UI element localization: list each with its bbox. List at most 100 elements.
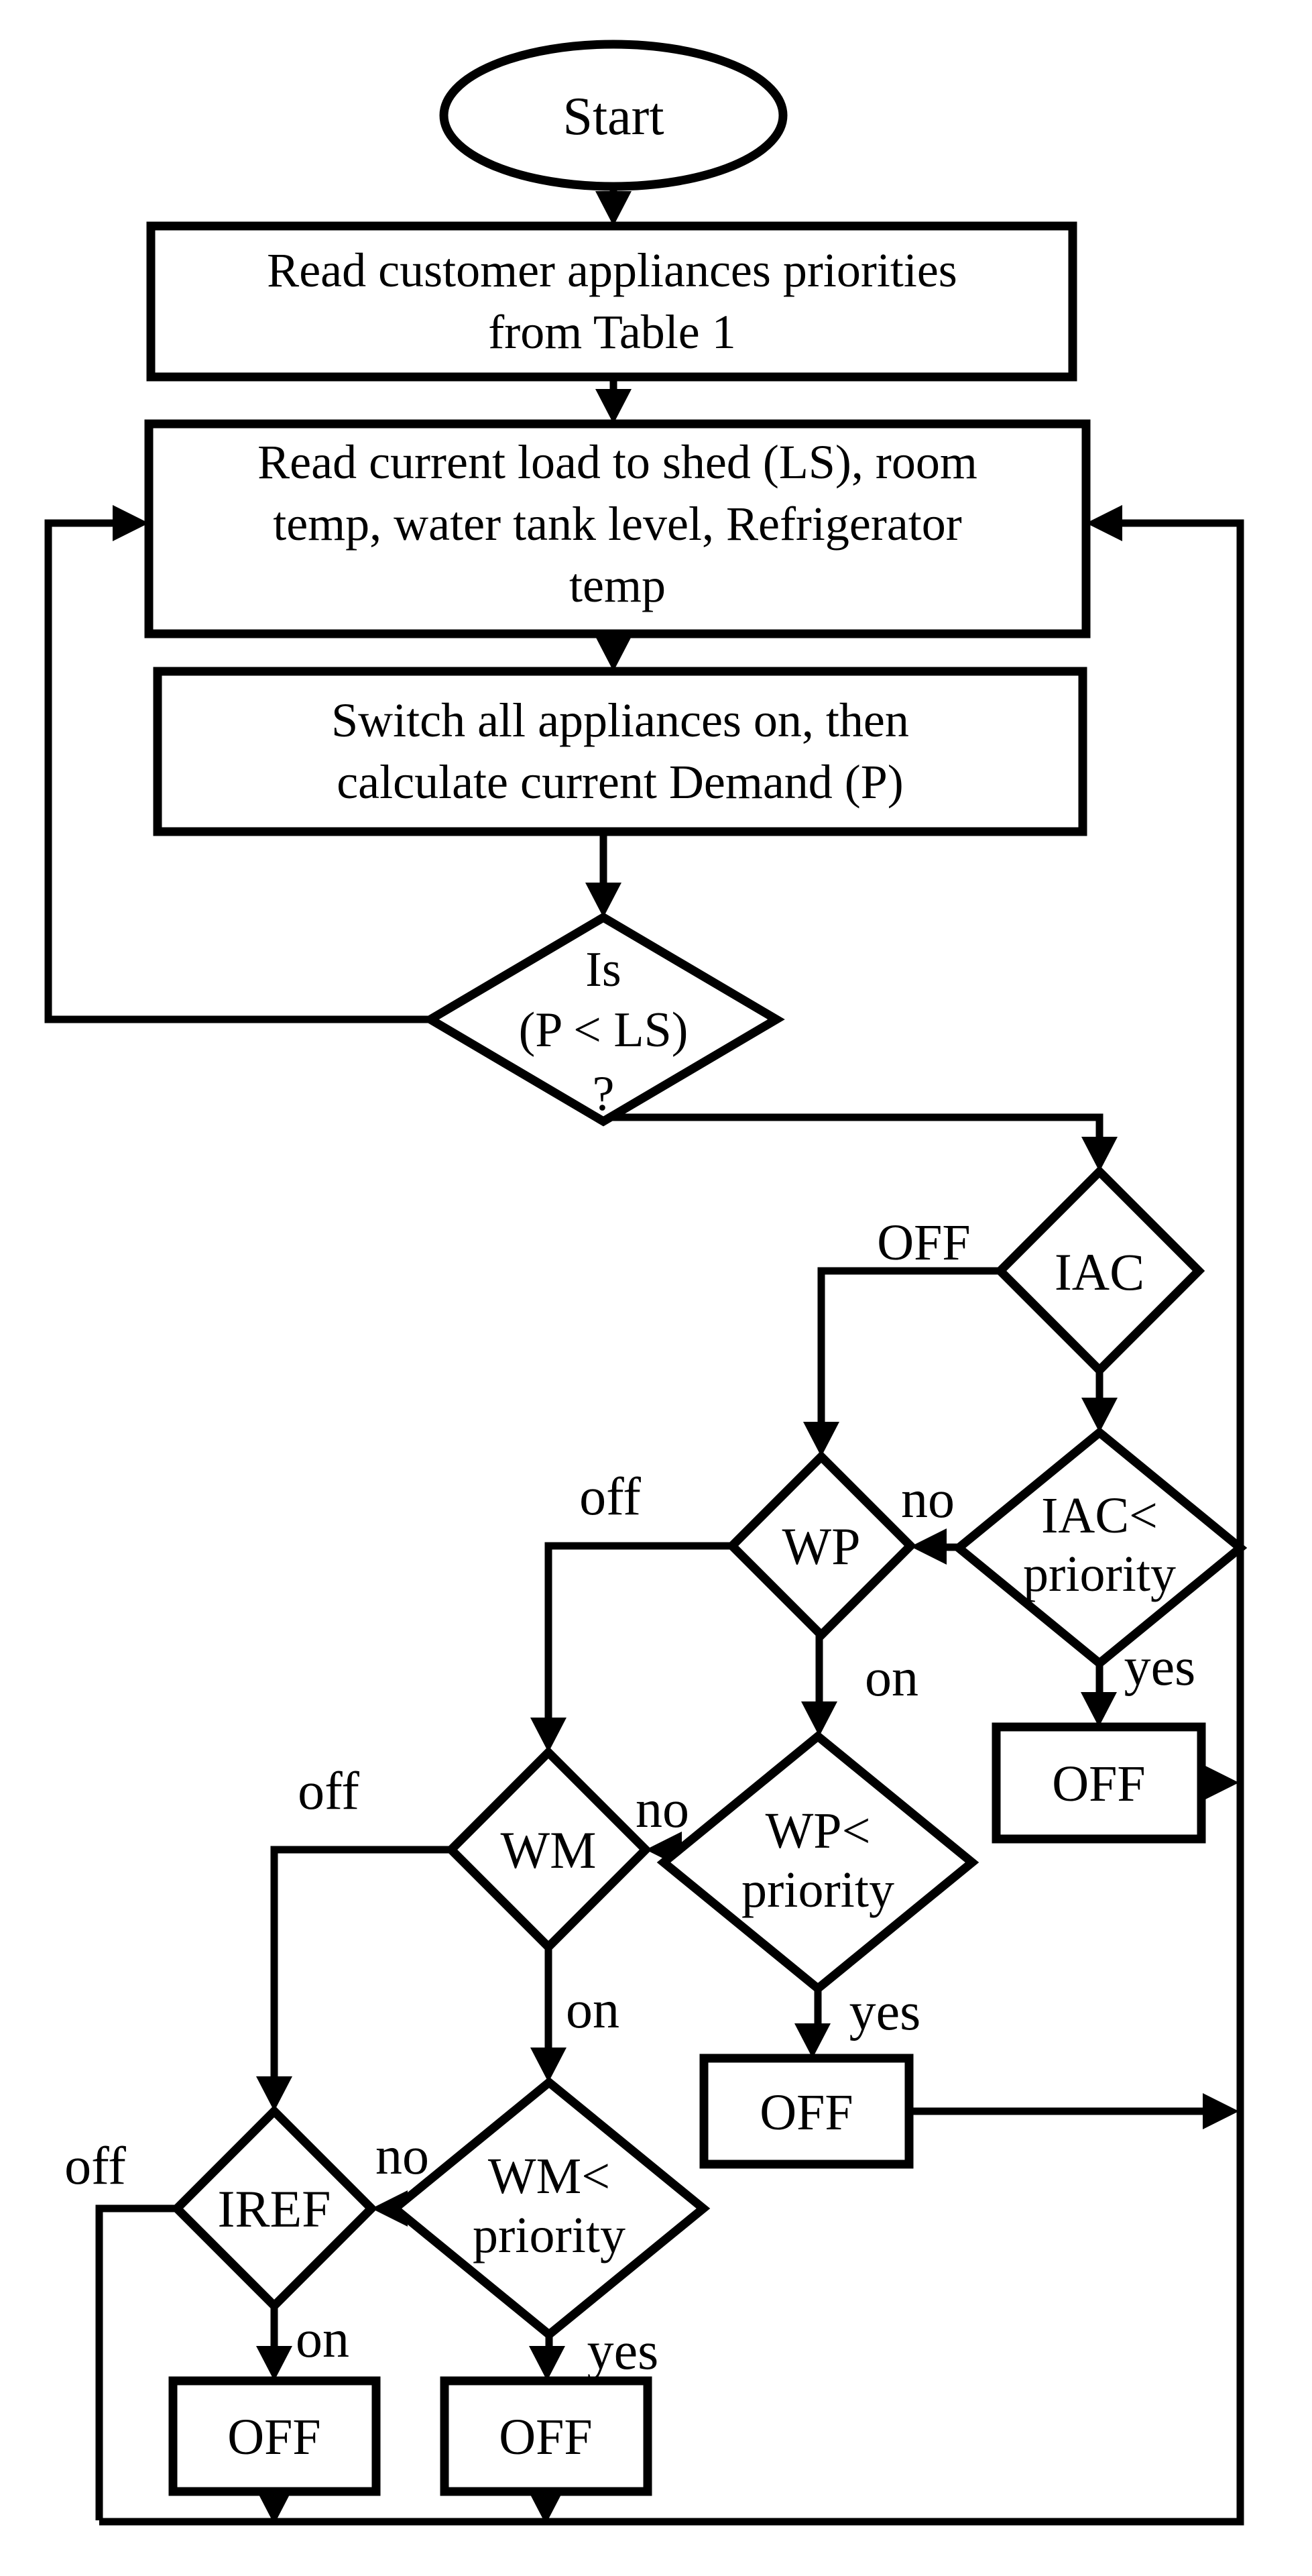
switch-all-box [153, 667, 1087, 836]
wp-diamond [725, 1450, 917, 1642]
edge-is-decision-iac [603, 1113, 1104, 1140]
start-label: Start [562, 87, 664, 146]
start-terminator-shape [439, 40, 788, 191]
off-iac-box [992, 1722, 1206, 1844]
node-read-priorities: Read customer appliances priorities from… [146, 221, 1077, 382]
wp-priority-line1: WP< [766, 1803, 871, 1859]
node-wp-priority: WP< priority [656, 1730, 979, 1995]
arrowhead-feedback-right-read-inputs [1086, 505, 1122, 541]
edge-label-wp-off: off [579, 1467, 641, 1526]
edge-label-iac-priority-no: no [901, 1470, 955, 1529]
edges [44, 185, 1244, 2526]
edge-is-decision-loop-left [44, 519, 430, 1023]
iac-priority-line1: IAC< [1041, 1488, 1158, 1544]
wm-priority-diamond [387, 2076, 711, 2341]
arrowhead-iac-priority-no-wp [910, 1528, 947, 1565]
is-decision-line2: (P < LS) [519, 1003, 689, 1058]
arrowhead-wp-priority-yes-off [794, 2023, 831, 2058]
off-wm-box [440, 2376, 652, 2496]
iref-diamond [170, 2105, 378, 2312]
arrowhead-is-decision-iac [1081, 1137, 1118, 1172]
off-iref-label: OFF [227, 2409, 320, 2465]
iref-label: IREF [217, 2180, 331, 2238]
read-priorities-line1: Read customer appliances priorities [267, 243, 957, 297]
off-wp-box [699, 2054, 914, 2169]
arrowhead-iac-off-wp [803, 1422, 839, 1457]
edge-label-wm-priority-no: no [375, 2127, 429, 2186]
is-decision-diamond [422, 912, 785, 1127]
arrowhead-wp-off-wm [530, 1718, 566, 1752]
edge-label-iac-off: OFF [877, 1215, 970, 1271]
edge-wm-off-iref [270, 1846, 451, 2079]
node-off-wp: OFF [699, 2054, 914, 2169]
off-wp-label: OFF [760, 2084, 853, 2141]
node-wp: WP [725, 1450, 917, 1642]
read-priorities-line2: from Table 1 [488, 305, 736, 359]
iac-priority-line2: priority [1023, 1546, 1176, 1602]
arrowhead-wm-off-iref [256, 2076, 292, 2111]
arrowhead-switch-all-is-decision [585, 883, 621, 917]
arrowhead-read-priorities-read-inputs [595, 389, 632, 424]
read-inputs-line3: temp [569, 559, 666, 612]
node-off-iref: OFF [168, 2376, 381, 2496]
arrowhead-read-inputs-switch-all [595, 636, 632, 671]
iac-label: IAC [1055, 1243, 1144, 1301]
edge-feedback-right-read-inputs [99, 519, 1244, 2526]
switch-all-line1: Switch all appliances on, then [331, 693, 909, 747]
arrowhead-off-iref-bottom-line [256, 2489, 292, 2524]
edge-label-wp-priority-no: no [636, 1780, 689, 1839]
wm-diamond [444, 1746, 652, 1954]
node-wm-priority: WM< priority [387, 2076, 711, 2341]
edge-label-iref-off: off [64, 2137, 126, 2196]
edge-label-wp-on: on [865, 1648, 918, 1707]
node-switch-all: Switch all appliances on, then calculate… [153, 667, 1087, 836]
wm-label: WM [501, 1821, 597, 1879]
wm-priority-line2: priority [473, 2207, 625, 2263]
iac-diamond [994, 1165, 1205, 1377]
read-inputs-line2: temp, water tank level, Refrigerator [273, 497, 962, 551]
arrowhead-wp-on-wp-priority [801, 1701, 837, 1736]
edge-label-wm-off: off [298, 1762, 359, 1821]
arrowhead-off-wp-right-line [1203, 2093, 1239, 2129]
edge-label-wm-on: on [566, 1980, 619, 2039]
node-iref: IREF [170, 2105, 378, 2312]
node-iac-priority: IAC< priority [951, 1426, 1248, 1669]
edge-label-wp-priority-yes: yes [849, 1982, 921, 2041]
iac-priority-diamond [951, 1426, 1248, 1669]
node-off-wm: OFF [440, 2376, 652, 2496]
arrowhead-wm-on-wm-priority [530, 2048, 566, 2082]
arrowhead-iac-priority-yes-off [1081, 1692, 1117, 1727]
switch-all-line2: calculate current Demand (P) [337, 755, 904, 809]
arrowhead-wm-priority-yes-off [529, 2346, 565, 2381]
wp-label: WP [782, 1517, 861, 1575]
arrowhead-off-wm-bottom-line [528, 2489, 564, 2524]
edge-iref-off-bottom-line [95, 2204, 177, 2520]
read-inputs-box [144, 419, 1091, 638]
off-iac-label: OFF [1052, 1756, 1145, 1812]
read-inputs-line1: Read current load to shed (LS), room [257, 435, 977, 489]
node-is-decision: Is (P < LS) ? [422, 912, 785, 1127]
node-read-inputs: Read current load to shed (LS), room tem… [144, 419, 1091, 638]
edge-wp-off-wm [544, 1542, 732, 1720]
is-decision-line1: Is [585, 942, 621, 997]
arrowhead-iac-iac-priority [1081, 1398, 1118, 1433]
arrowhead-start-read-priorities [595, 191, 632, 226]
edge-labels: OFF no yes off on no yes off on no yes o… [64, 1215, 1195, 2381]
wm-priority-line1: WM< [488, 2148, 610, 2204]
arrowhead-off-iac-right-line [1203, 1765, 1239, 1801]
arrowhead-loop-left-read-inputs [113, 505, 149, 541]
node-wm: WM [444, 1746, 652, 1954]
node-off-iac: OFF [992, 1722, 1206, 1844]
node-iac: IAC [994, 1165, 1205, 1377]
off-wm-label: OFF [499, 2409, 592, 2465]
arrowhead-iref-on-off [256, 2346, 292, 2381]
off-iref-box [168, 2376, 381, 2496]
wp-priority-line2: priority [741, 1862, 894, 1918]
wp-priority-diamond [656, 1730, 979, 1995]
edge-iac-off-wp [817, 1267, 1000, 1424]
edge-label-wm-priority-yes: yes [587, 2322, 659, 2381]
read-priorities-box [146, 221, 1077, 382]
edge-label-iac-priority-yes: yes [1124, 1638, 1196, 1697]
is-decision-line3: ? [593, 1066, 615, 1121]
